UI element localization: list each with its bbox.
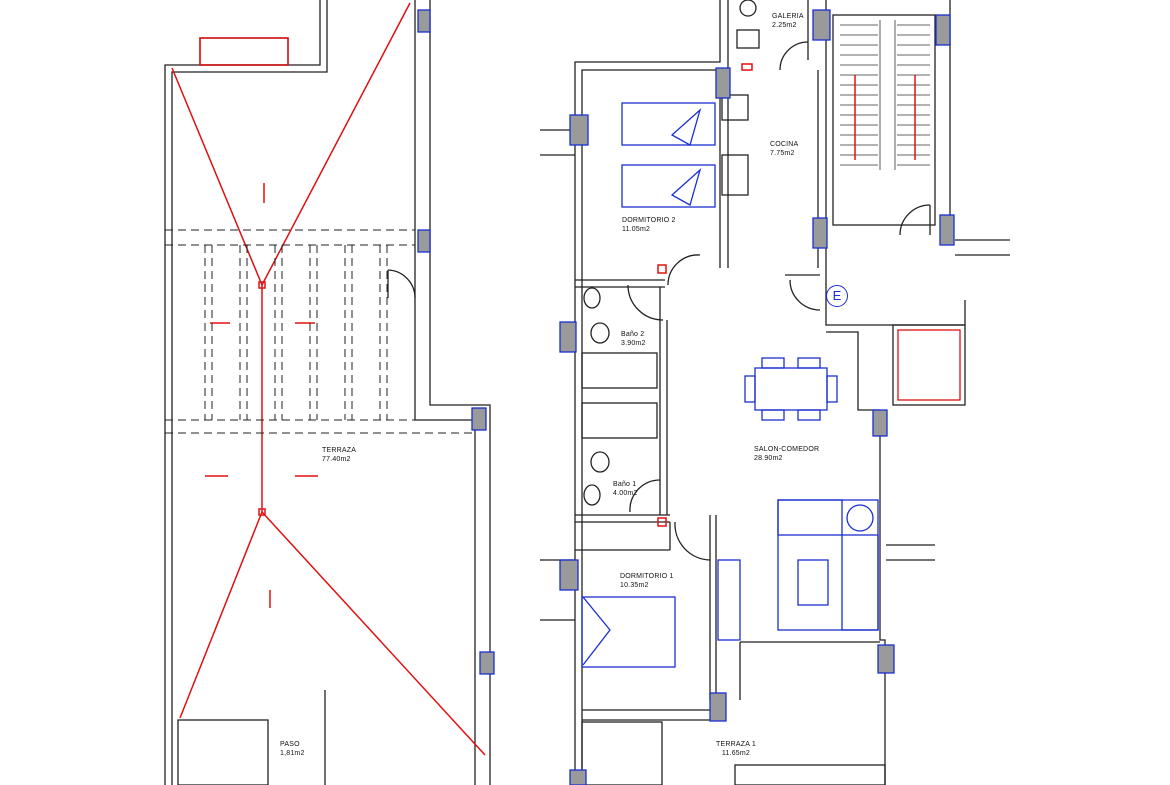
furniture [581,102,961,668]
room-name: DORMITORIO 2 [622,217,676,224]
room-area: 1,81m2 [280,750,305,757]
room-name: Baño 2 [621,331,645,338]
entrance-mark: E [826,285,848,307]
room-label-dormitorio-1: DORMITORIO 1 10.35m2 [620,572,674,590]
room-name: TERRAZA [322,447,357,454]
room-name: DORMITORIO 1 [620,573,674,580]
room-area: 11.05m2 [622,226,651,233]
room-area: 77.40m2 [322,456,351,463]
pergola-dashed-lines [165,229,475,434]
room-area: 28.90m2 [754,455,783,462]
room-label-cocina: COCINA 7.75m2 [770,140,798,158]
room-area: 3.90m2 [621,340,646,347]
room-label-galeria: GALERIA 2.25m2 [772,12,804,30]
room-name: COCINA [770,141,799,148]
room-area: 2.25m2 [772,22,797,29]
room-name: SALON-COMEDOR [754,446,820,453]
stairs [840,20,930,170]
room-name: Baño 1 [613,481,637,488]
room-label-dormitorio-2: DORMITORIO 2 11.05m2 [622,216,676,234]
room-area: 10.35m2 [620,582,649,589]
room-area: 7.75m2 [770,150,795,157]
room-area: 4.00m2 [613,490,638,497]
room-name: GALERIA [772,13,804,20]
roof-slope-lines [171,2,916,756]
room-label-paso: PASO 1,81m2 [280,740,305,758]
room-area: 11.65m2 [721,750,751,757]
room-label-salon-comedor: SALON-COMEDOR 28.90m2 [754,445,819,463]
room-label-terraza-1: TERRAZA 1 11.65m2 [716,740,756,758]
room-label-bano-2: Baño 2 3.90m2 [621,330,646,348]
room-name: PASO [280,741,300,748]
columns [417,9,955,785]
room-label-bano-1: Baño 1 4.00m2 [613,480,638,498]
room-name: TERRAZA 1 [716,741,756,748]
room-label-terraza: TERRAZA 77.40m2 [322,446,356,464]
